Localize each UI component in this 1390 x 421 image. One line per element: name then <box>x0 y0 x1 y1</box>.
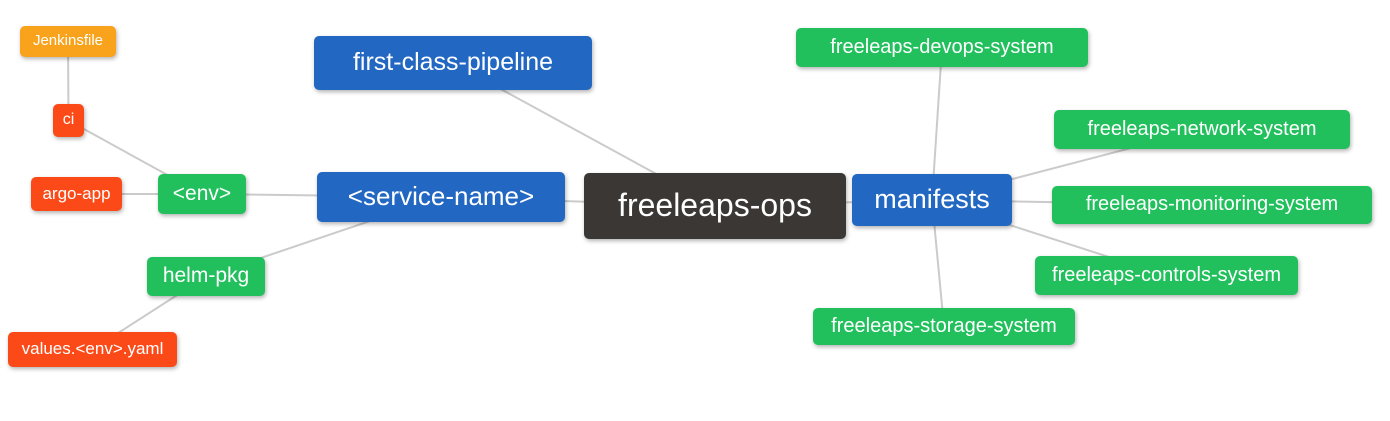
node-label: freeleaps-ops <box>618 187 812 223</box>
node-freeleaps-ops[interactable]: freeleaps-ops <box>584 173 846 239</box>
node-label: first-class-pipeline <box>352 47 554 76</box>
node-storage-system[interactable]: freeleaps-storage-system <box>813 308 1075 345</box>
node-network-system[interactable]: freeleaps-network-system <box>1054 110 1350 149</box>
node-env[interactable]: <env> <box>158 174 246 214</box>
node-controls-system[interactable]: freeleaps-controls-system <box>1035 256 1298 295</box>
node-label: Jenkinsfile <box>32 32 104 49</box>
node-helm-pkg[interactable]: helm-pkg <box>147 257 265 296</box>
node-label: <service-name> <box>347 181 535 211</box>
node-ci[interactable]: ci <box>53 104 84 137</box>
node-manifests[interactable]: manifests <box>852 174 1012 226</box>
node-label: <env> <box>172 181 232 205</box>
node-label: ci <box>62 110 75 128</box>
node-label: freeleaps-devops-system <box>830 35 1054 58</box>
node-label: values.<env>.yaml <box>21 339 164 358</box>
node-first-class-pipeline[interactable]: first-class-pipeline <box>314 36 592 90</box>
node-argo-app[interactable]: argo-app <box>31 177 122 211</box>
node-label: freeleaps-monitoring-system <box>1085 193 1339 215</box>
node-jenkinsfile[interactable]: Jenkinsfile <box>20 26 116 57</box>
node-label: freeleaps-controls-system <box>1052 263 1281 286</box>
node-label: helm-pkg <box>162 264 250 287</box>
node-label: argo-app <box>42 183 111 203</box>
node-label: freeleaps-network-system <box>1087 117 1317 140</box>
node-monitoring-system[interactable]: freeleaps-monitoring-system <box>1052 186 1372 224</box>
node-devops-system[interactable]: freeleaps-devops-system <box>796 28 1088 67</box>
node-values-env-yaml[interactable]: values.<env>.yaml <box>8 332 177 367</box>
node-label: manifests <box>874 183 990 214</box>
node-label: freeleaps-storage-system <box>831 314 1057 337</box>
node-service-name[interactable]: <service-name> <box>317 172 565 222</box>
